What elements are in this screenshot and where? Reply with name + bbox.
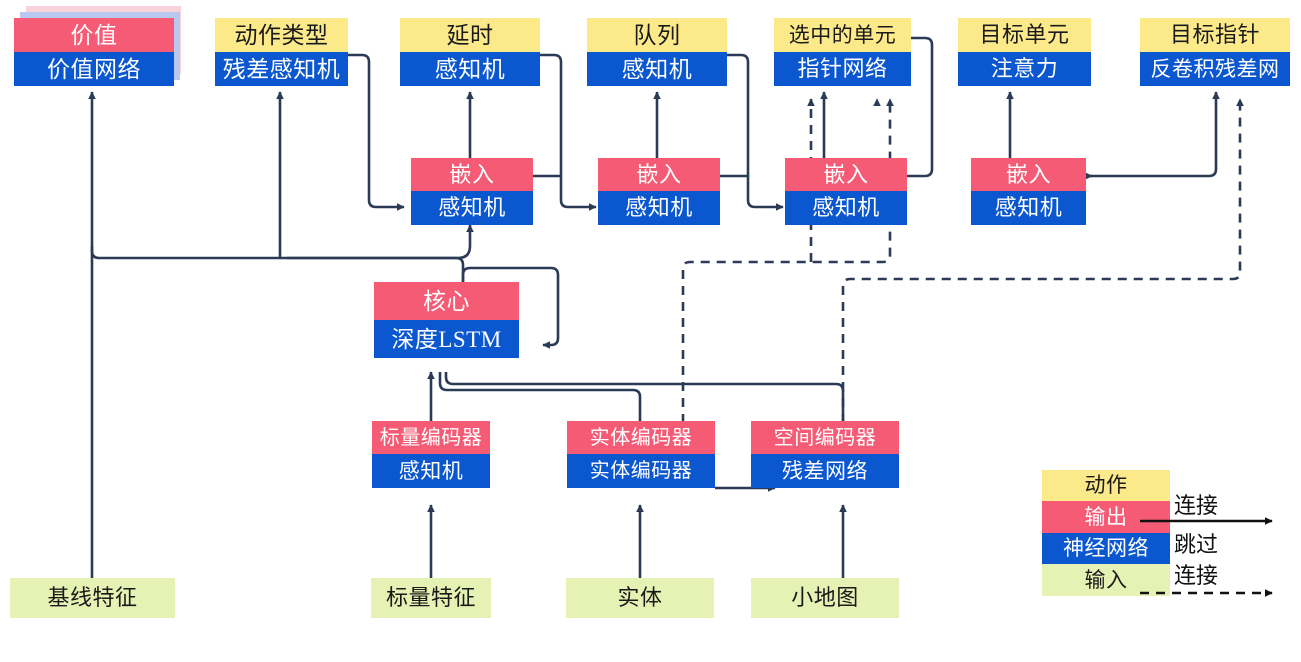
wire-core-bus-left [287,256,465,282]
legend-connection-label: 连接 [1173,493,1219,518]
node-delay-top: 延时 [400,18,540,52]
node-action-type[interactable]: 动作类型 残差感知机 [215,18,348,86]
node-delay[interactable]: 延时 感知机 [400,18,540,86]
node-minimap[interactable]: 小地图 [751,578,899,618]
node-entity-encoder-bottom: 实体编码器 [567,454,715,488]
node-value-bottom: 价值网络 [14,52,174,86]
node-scalar-encoder[interactable]: 标量编码器 感知机 [372,421,490,488]
node-baseline-features[interactable]: 基线特征 [10,578,175,618]
node-embed-1-top: 嵌入 [411,158,533,191]
node-scalar-encoder-top: 标量编码器 [372,421,490,454]
node-action-type-top: 动作类型 [215,18,348,52]
node-delay-bottom: 感知机 [400,52,540,86]
node-scalar-features[interactable]: 标量特征 [371,578,491,618]
node-value-top: 价值 [14,18,174,52]
node-value[interactable]: 价值 价值网络 [14,18,174,86]
node-entities[interactable]: 实体 [566,578,714,618]
node-embed-4[interactable]: 嵌入 感知机 [971,158,1086,225]
node-embed-4-top: 嵌入 [971,158,1086,191]
node-selected-units-bottom: 指针网络 [774,52,911,86]
node-target-unit-bottom: 注意力 [958,52,1091,86]
node-target-unit[interactable]: 目标单元 注意力 [958,18,1091,86]
node-target-point[interactable]: 目标指针 反卷积残差网 [1140,18,1290,86]
node-queue-bottom: 感知机 [587,52,727,86]
node-embed-3-bottom: 感知机 [785,191,907,225]
node-embed-3[interactable]: 嵌入 感知机 [785,158,907,225]
node-embed-2-top: 嵌入 [598,158,720,191]
legend-swatch-nn: 神经网络 [1042,533,1170,564]
node-queue-top: 队列 [587,18,727,52]
wire-embed4-to-targetpoint [1086,91,1220,178]
legend-skip-label-line2: 连接 [1173,563,1219,588]
legend-skip-label-line1: 跳过 [1173,532,1219,557]
wire-spatialenc-to-core [444,372,845,425]
node-spatial-encoder-bottom: 残差网络 [751,454,899,488]
wire-skip-spatial-to-targetpoint [841,98,1244,455]
node-embed-1[interactable]: 嵌入 感知机 [411,158,533,225]
node-embed-2[interactable]: 嵌入 感知机 [598,158,720,225]
node-target-unit-top: 目标单元 [958,18,1091,52]
legend-swatch-output: 输出 [1042,501,1170,533]
node-embed-2-bottom: 感知机 [598,191,720,225]
node-spatial-encoder-top: 空间编码器 [751,421,899,454]
node-target-point-bottom: 反卷积残差网 [1140,52,1290,86]
node-embed-3-top: 嵌入 [785,158,907,191]
wire-skip-entity-to-targetunit [681,98,894,455]
node-core-bottom: 深度LSTM [374,320,519,358]
legend-swatch-action: 动作 [1042,470,1170,501]
legend-swatches: 动作 输出 神经网络 输入 [1042,470,1170,596]
node-embed-1-bottom: 感知机 [411,191,533,225]
node-selected-units[interactable]: 选中的单元 指针网络 [774,18,911,86]
node-scalar-encoder-bottom: 感知机 [372,454,490,488]
node-spatial-encoder[interactable]: 空间编码器 残差网络 [751,421,899,488]
node-selected-units-top: 选中的单元 [774,18,911,52]
node-target-point-top: 目标指针 [1140,18,1290,52]
node-core-top: 核心 [374,282,519,320]
node-action-type-bottom: 残差感知机 [215,52,348,86]
node-queue[interactable]: 队列 感知机 [587,18,727,86]
node-core[interactable]: 核心 深度LSTM [374,282,519,358]
node-entity-encoder-top: 实体编码器 [567,421,715,454]
node-embed-4-bottom: 感知机 [971,191,1086,225]
legend-swatch-input: 输入 [1042,564,1170,596]
wire-core-riser [463,246,477,282]
wire-actiontype-to-embed1 [348,53,405,211]
node-entity-encoder[interactable]: 实体编码器 实体编码器 [567,421,715,488]
wire-entityenc-to-core [438,372,642,425]
